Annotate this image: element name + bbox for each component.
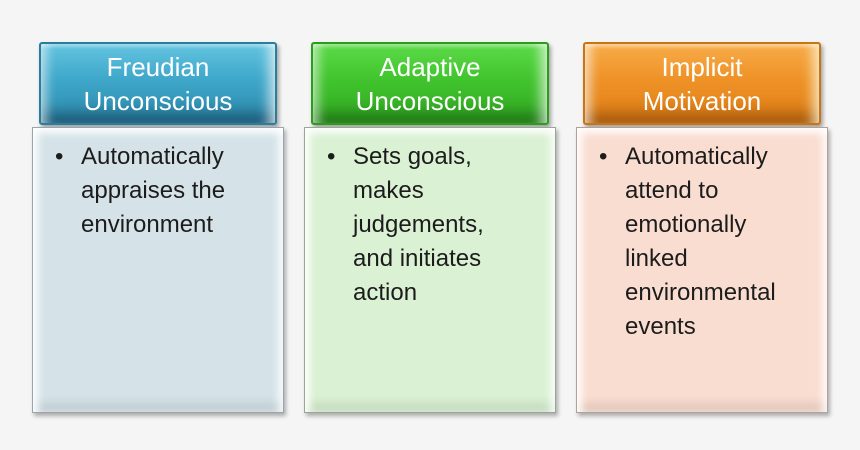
- card-adaptive-unconscious: Adaptive Unconscious • Sets goals, makes…: [304, 42, 556, 413]
- bullet-text: Sets goals, makes judgements, and initia…: [353, 143, 484, 306]
- card-header-implicit: Implicit Motivation: [583, 42, 821, 125]
- bullet-marker: •: [599, 143, 608, 170]
- card-title: Freudian Unconscious: [83, 51, 233, 116]
- bullet-marker: •: [55, 143, 64, 170]
- card-body-adaptive: • Sets goals, makes judgements, and init…: [304, 127, 556, 413]
- card-body-freudian: • Automatically appraises the environmen…: [32, 127, 284, 413]
- card-header-adaptive: Adaptive Unconscious: [311, 42, 549, 125]
- card-title: Implicit Motivation: [642, 51, 762, 116]
- card-header-freudian: Freudian Unconscious: [39, 42, 277, 125]
- card-freudian-unconscious: Freudian Unconscious • Automatically app…: [32, 42, 284, 413]
- card-body-implicit: • Automatically attend to emotionally li…: [576, 127, 828, 413]
- bullet-text: Automatically appraises the environment: [81, 143, 226, 238]
- card-title: Adaptive Unconscious: [355, 51, 505, 116]
- bullet-text: Automatically attend to emotionally link…: [625, 143, 776, 340]
- bullet-item: • Automatically attend to emotionally li…: [599, 140, 799, 344]
- bullet-marker: •: [327, 143, 336, 170]
- card-implicit-motivation: Implicit Motivation • Automatically atte…: [576, 42, 828, 413]
- bullet-item: • Sets goals, makes judgements, and init…: [327, 140, 527, 310]
- bullet-item: • Automatically appraises the environmen…: [55, 140, 255, 242]
